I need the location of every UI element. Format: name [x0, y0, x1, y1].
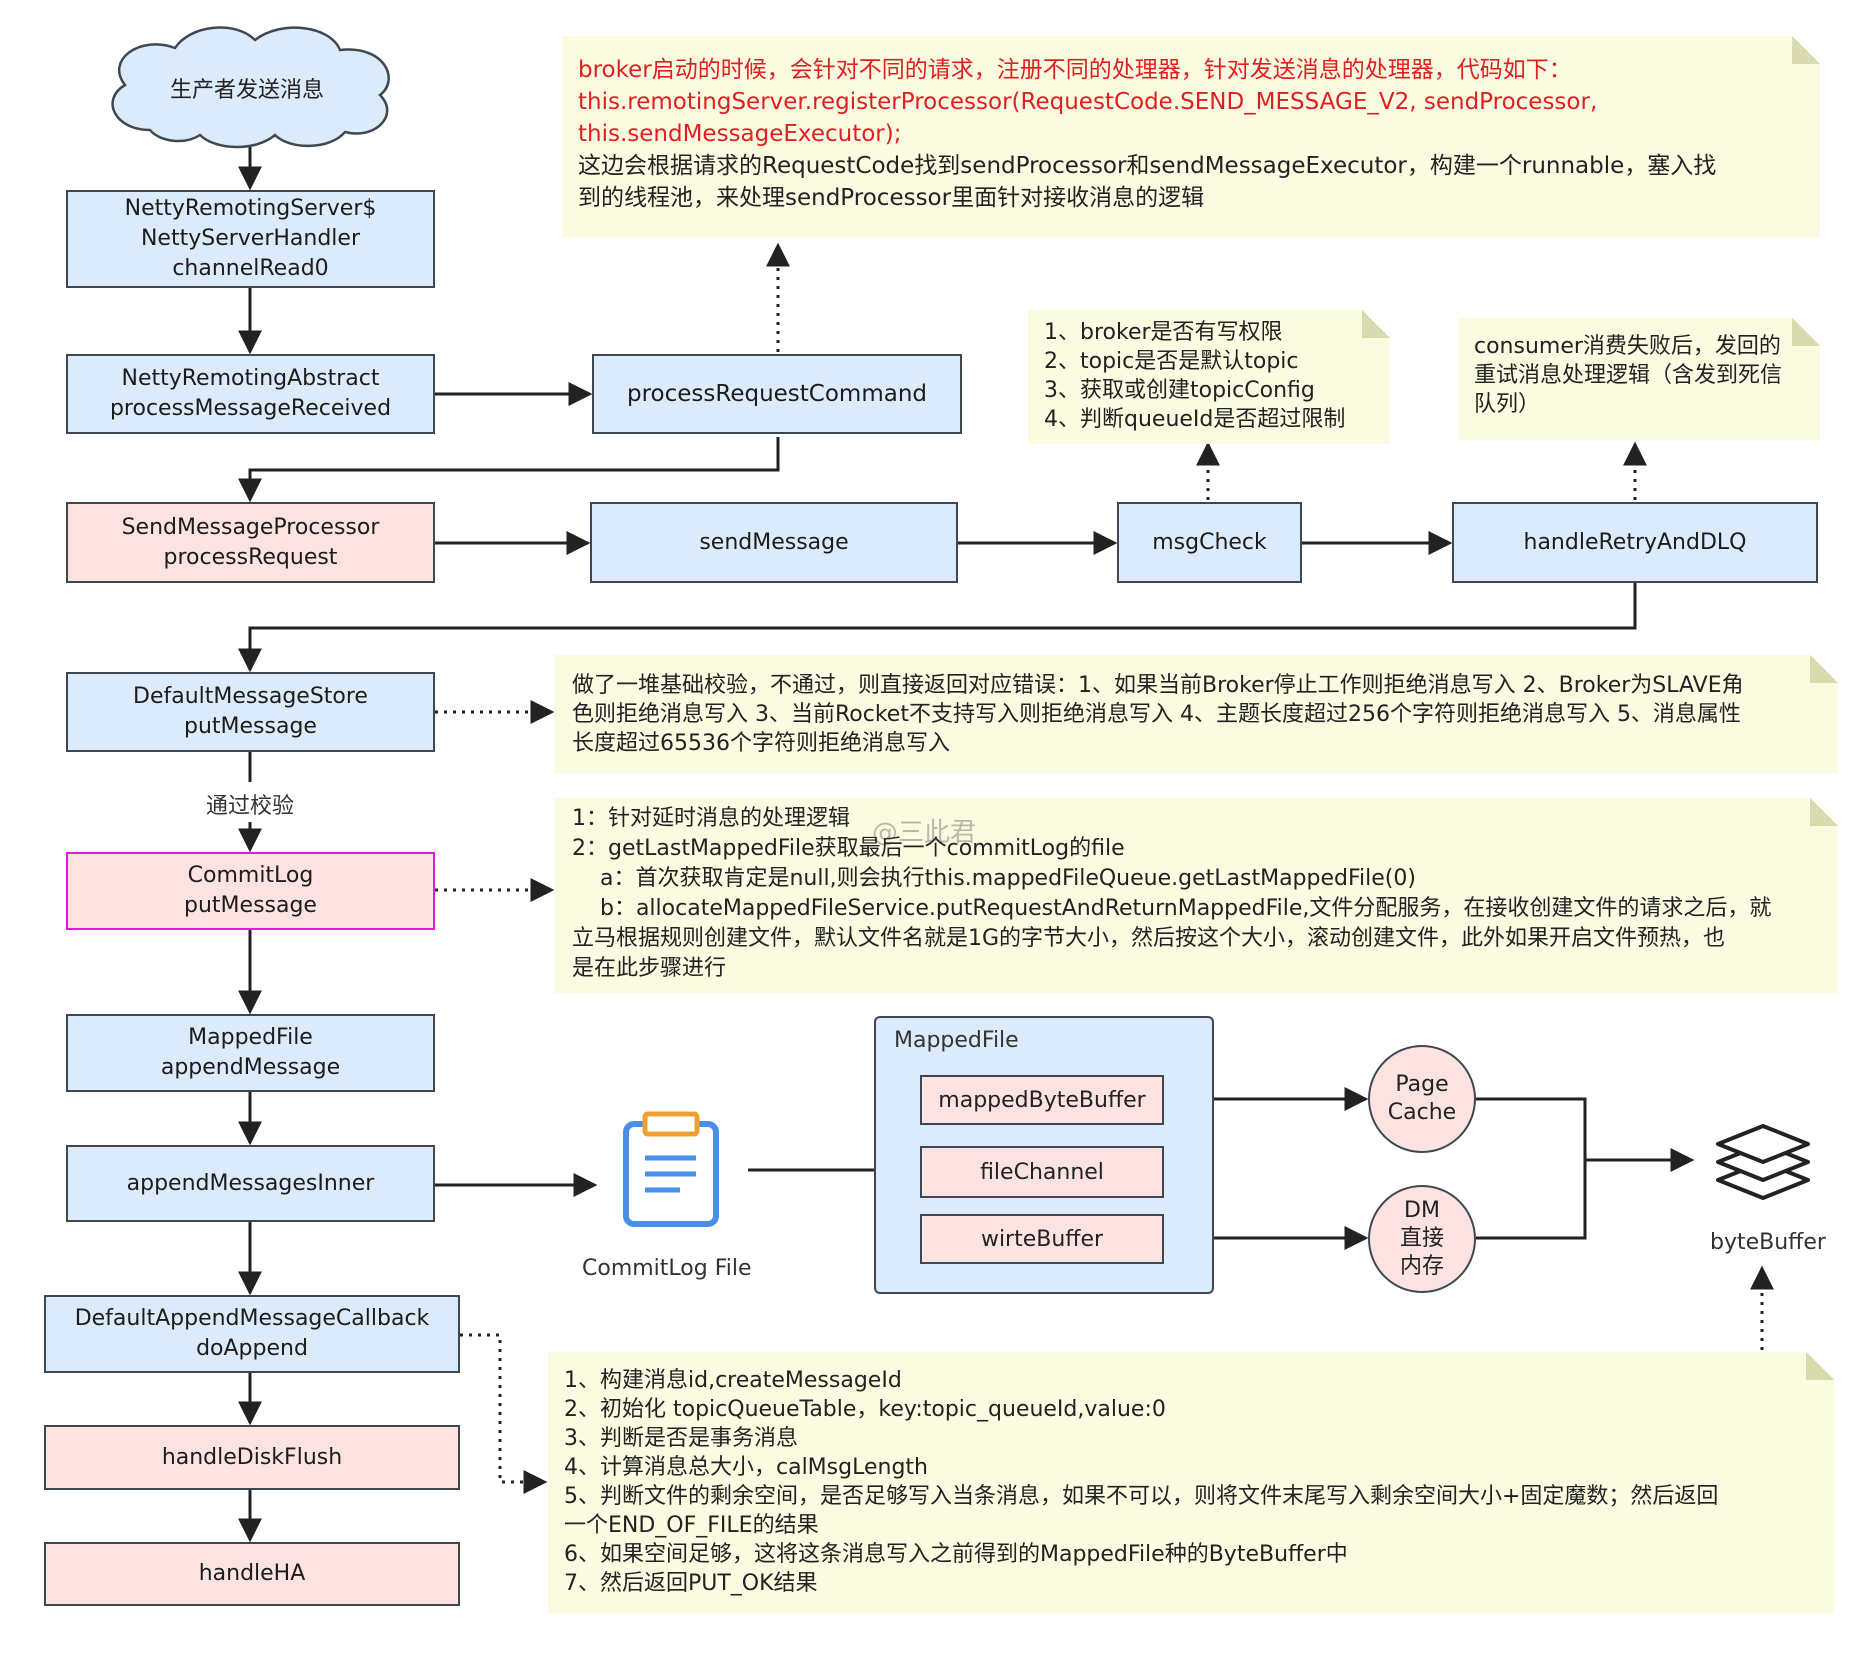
note-line: 3、判断是否是事务消息	[564, 1426, 798, 1451]
note-red-line: broker启动的时候，会针对不同的请求，注册不同的处理器，针对发送消息的处理器…	[578, 57, 1572, 83]
send-message-processor-box[interactable]: SendMessageProcessor processRequest	[66, 502, 435, 583]
edge-processcmd-sendproc	[238, 437, 780, 503]
note-red-line: this.remotingServer.registerProcessor(Re…	[578, 89, 1598, 115]
edge-pagecache-merge	[1476, 1097, 1587, 1160]
handle-disk-flush-box[interactable]: handleDiskFlush	[44, 1425, 460, 1490]
note-line: 1、构建消息id,createMessageId	[564, 1368, 902, 1393]
handle-retry-dlq-box[interactable]: handleRetryAndDLQ	[1452, 502, 1818, 583]
note-line: a：首次获取肯定是null,则会执行this.mappedFileQueue.g…	[572, 866, 1416, 891]
page-cache-node[interactable]: Page Cache	[1368, 1045, 1476, 1153]
note-line: 4、判断queueId是否超过限制	[1044, 407, 1346, 432]
default-append-callback-box[interactable]: DefaultAppendMessageCallback doAppend	[44, 1295, 460, 1373]
do-append-note: 1、构建消息id,createMessageId 2、初始化 topicQueu…	[548, 1352, 1834, 1614]
note-line: 长度超过65536个字符则拒绝消息写入	[572, 731, 950, 756]
note-line: 1：针对延时消息的处理逻辑	[572, 806, 850, 831]
note-line: 做了一堆基础校验，不通过，则直接返回对应错误：1、如果当前Broker停止工作则…	[572, 673, 1744, 698]
watermark: @三此君	[872, 818, 977, 848]
layers-icon	[1716, 1124, 1810, 1200]
note-line: 6、如果空间足够，这将这条消息写入之前得到的MappedFile种的ByteBu…	[564, 1542, 1348, 1567]
note-line: 重试消息处理逻辑（含发到死信	[1474, 363, 1783, 388]
direct-memory-node[interactable]: DM 直接 内存	[1368, 1185, 1476, 1293]
note-line: 队列）	[1474, 392, 1541, 417]
note-line: 立马根据规则创建文件，默认文件名就是1G的字节大小，然后按这个大小，滚动创建文件…	[572, 926, 1726, 951]
note-line: consumer消费失败后，发回的	[1474, 334, 1781, 359]
broker-register-note: broker启动的时候，会针对不同的请求，注册不同的处理器，针对发送消息的处理器…	[562, 36, 1820, 238]
netty-remoting-abstract-box[interactable]: NettyRemotingAbstract processMessageRece…	[66, 354, 435, 434]
note-line: 3、获取或创建topicConfig	[1044, 378, 1315, 403]
note-line: b：allocateMappedFileService.putRequestAn…	[572, 896, 1772, 921]
note-line: 到的线程池，来处理sendProcessor里面针对接收消息的逻辑	[578, 185, 1205, 211]
note-line: 5、判断文件的剩余空间，是否足够写入当条消息，如果不可以，则将文件末尾写入剩余空…	[564, 1484, 1719, 1509]
store-check-note: 做了一堆基础校验，不通过，则直接返回对应错误：1、如果当前Broker停止工作则…	[554, 655, 1838, 773]
note-corner	[1792, 318, 1820, 346]
start-label: 生产者发送消息	[170, 78, 325, 103]
commitlog-note: 1：针对延时消息的处理逻辑 2：getLastMappedFile获取最后一个c…	[554, 798, 1838, 993]
note-red-line: this.sendMessageExecutor);	[578, 121, 902, 147]
note-corner	[1810, 655, 1838, 683]
pass-check-label: 通过校验	[206, 794, 295, 819]
append-messages-inner-box[interactable]: appendMessagesInner	[66, 1145, 435, 1222]
commitlog-file-icon	[623, 1111, 719, 1227]
note-line: 1、broker是否有写权限	[1044, 320, 1283, 345]
note-corner	[1362, 310, 1390, 338]
start-cloud	[111, 26, 390, 149]
byte-buffer-label: byteBuffer	[1710, 1230, 1826, 1255]
note-line: 这边会根据请求的RequestCode找到sendProcessor和sendM…	[578, 153, 1717, 179]
msg-check-note: 1、broker是否有写权限 2、topic是否是默认topic 3、获取或创建…	[1028, 310, 1390, 444]
process-request-command-box[interactable]: processRequestCommand	[592, 354, 962, 434]
note-line: 2：getLastMappedFile获取最后一个commitLog的file	[572, 836, 1125, 861]
handle-ha-box[interactable]: handleHA	[44, 1542, 460, 1606]
commitlog-put-message-box[interactable]: CommitLog putMessage	[66, 852, 435, 930]
mapped-file-append-box[interactable]: MappedFile appendMessage	[66, 1014, 435, 1092]
note-line: 7、然后返回PUT_OK结果	[564, 1571, 818, 1596]
msg-check-box[interactable]: msgCheck	[1117, 502, 1302, 583]
commitlog-file-label: CommitLog File	[582, 1256, 752, 1281]
file-channel-box[interactable]: fileChannel	[920, 1146, 1164, 1198]
netty-server-handler-box[interactable]: NettyRemotingServer$ NettyServerHandler …	[66, 190, 435, 288]
note-corner	[1806, 1352, 1834, 1380]
note-line: 2、topic是否是默认topic	[1044, 349, 1299, 374]
write-buffer-box[interactable]: wirteBuffer	[920, 1214, 1164, 1264]
note-line: 是在此步骤进行	[572, 956, 727, 981]
note-line: 一个END_OF_FILE的结果	[564, 1513, 819, 1538]
note-corner	[1792, 36, 1820, 64]
edge-dm-merge	[1476, 1160, 1587, 1240]
mapped-byte-buffer-box[interactable]: mappedByteBuffer	[920, 1075, 1164, 1125]
note-line: 色则拒绝消息写入 3、当前Rocket不支持写入则拒绝消息写入 4、主题长度超过…	[572, 702, 1741, 727]
note-line: 2、初始化 topicQueueTable，key:topic_queueId,…	[564, 1397, 1166, 1422]
retry-note: consumer消费失败后，发回的 重试消息处理逻辑（含发到死信 队列）	[1458, 318, 1820, 440]
send-message-box[interactable]: sendMessage	[590, 502, 958, 583]
default-message-store-box[interactable]: DefaultMessageStore putMessage	[66, 672, 435, 752]
note-line: 4、计算消息总大小，calMsgLength	[564, 1455, 928, 1480]
note-corner	[1810, 798, 1838, 826]
edge-retry-store	[238, 583, 1637, 673]
mapped-file-title: MappedFile	[894, 1028, 1019, 1053]
edge-callback-note	[460, 1333, 548, 1494]
